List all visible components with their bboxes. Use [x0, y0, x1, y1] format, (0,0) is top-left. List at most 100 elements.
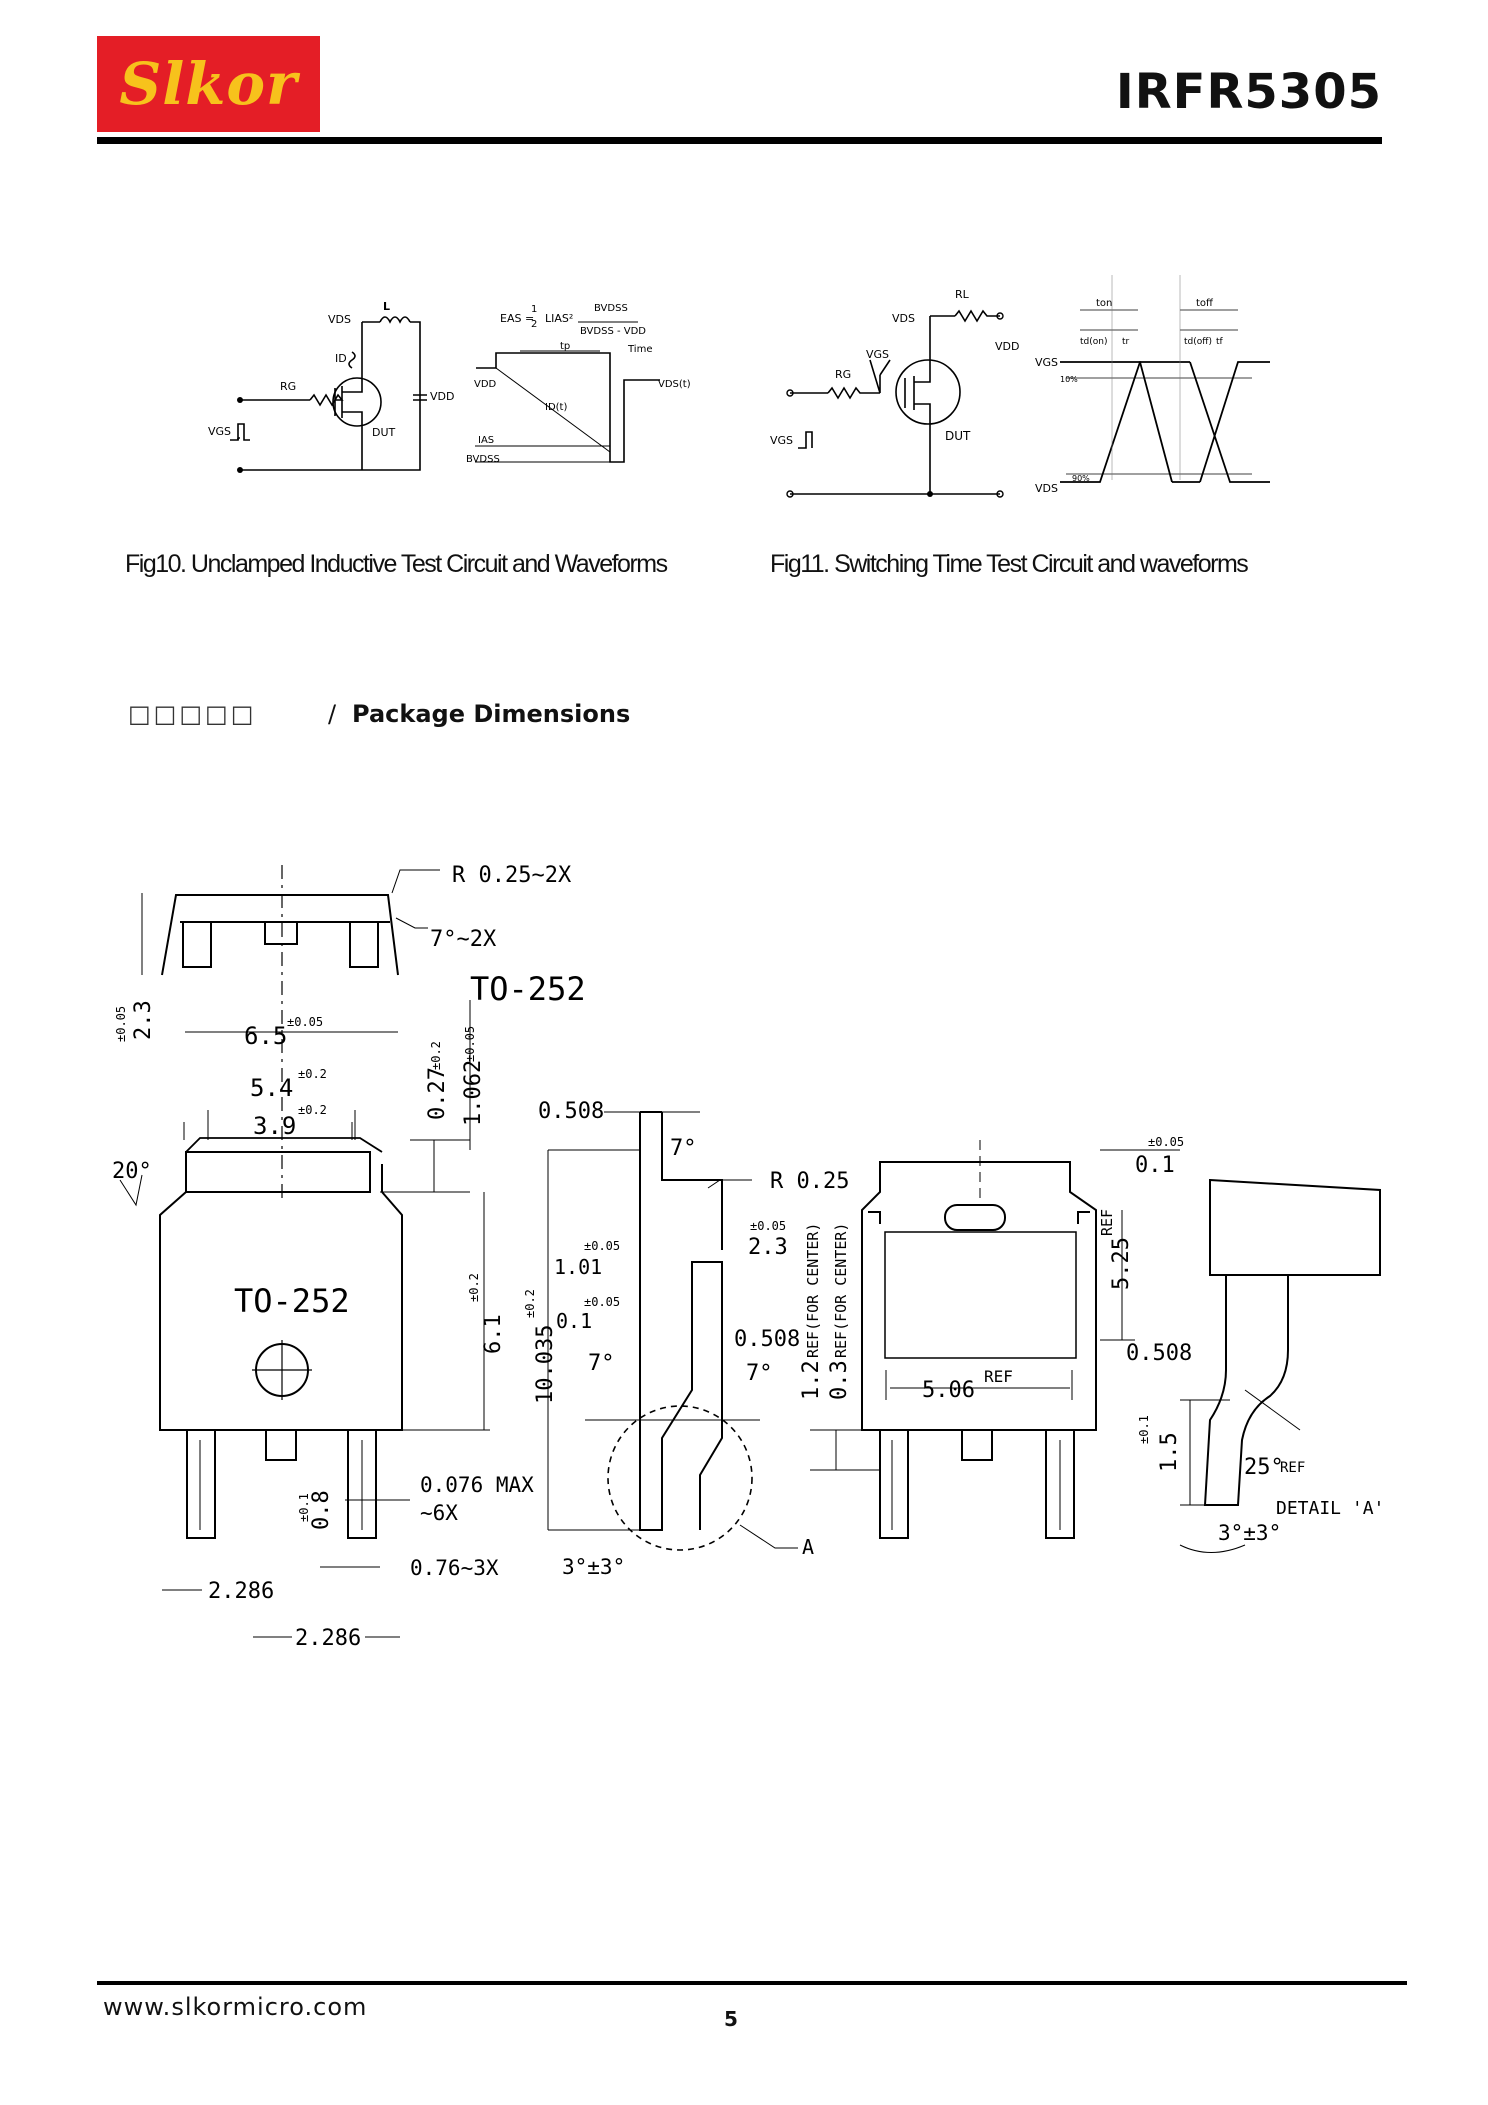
footer-url[interactable]: www.slkormicro.com: [103, 1993, 368, 2021]
fig11-vgs-pulse-label: VGS: [770, 434, 793, 447]
part-number: IRFR5305: [1115, 64, 1382, 120]
section-cjk-label: □□□□□: [128, 700, 257, 728]
pkg-det-label: DETAIL 'A': [1276, 1498, 1384, 1519]
fig11-waveform: [1060, 275, 1270, 483]
fig11-vds-label: VDS: [892, 312, 915, 325]
fig10-ias: IAS: [478, 435, 494, 446]
pkg-back-ref2: REF: [1098, 1209, 1116, 1236]
pkg-back-525: 5.25: [1109, 1237, 1134, 1290]
fig10-id-t: ID(t): [545, 402, 567, 413]
section-slash: /: [328, 700, 337, 728]
pkg-side-01: 0.1: [556, 1309, 592, 1333]
pkg-tol-005-c: ±0.05: [463, 1026, 477, 1062]
logo-text: Slkor: [119, 50, 298, 118]
pkg-tol-005-d: ±0.05: [750, 1219, 786, 1233]
pkg-side-0508b: 0.508: [734, 1327, 800, 1352]
pkg-tol-005-f: ±0.05: [584, 1295, 620, 1309]
fig11-p10: 10%: [1060, 375, 1078, 384]
pkg-side-3-3: 3°±3°: [562, 1555, 625, 1579]
section-heading: □□□□□ / Package Dimensions: [128, 700, 630, 728]
pkg-tol-005-g: ±0.05: [1148, 1135, 1184, 1149]
pkg-tol-02-a: ±0.2: [298, 1067, 327, 1081]
fig11-tf: tf: [1216, 337, 1224, 347]
fig10-circuit: [230, 316, 427, 471]
header-rule: [97, 137, 1382, 144]
pkg-pitch-2: 2.286: [295, 1626, 361, 1651]
pkg-w-5-4: 5.4: [250, 1074, 293, 1102]
fig11-tdoff: td(off): [1184, 337, 1212, 347]
fig11-circuit: [790, 309, 1000, 495]
fig10-vgs-label: VGS: [208, 425, 231, 438]
fig10-bvdss-den: BVDSS - VDD: [580, 326, 646, 337]
section-title: Package Dimensions: [352, 700, 631, 728]
pkg-lead-076-3x: 0.76~3X: [410, 1556, 499, 1580]
pkg-tol-02-d: ±0.2: [467, 1273, 481, 1302]
pkg-back-12: 1.2: [799, 1360, 824, 1400]
pkg-tol-005-a: ±0.05: [114, 1006, 128, 1042]
fig11-toff: toff: [1196, 298, 1214, 309]
fig11-dut-label: DUT: [945, 429, 971, 443]
fig10-vds-t: VDS(t): [658, 379, 691, 390]
pkg-side-7c: 7°: [746, 1361, 773, 1386]
fig11-tdon: td(on): [1080, 337, 1107, 347]
pkg-lead-0076: 0.076 MAX: [420, 1473, 534, 1497]
pkg-side-7: 7°: [670, 1136, 697, 1161]
footer-rule: [97, 1981, 1407, 1985]
pkg-back-01: 0.1: [1135, 1153, 1175, 1178]
pkg-back-0508: 0.508: [1126, 1341, 1192, 1366]
fig11-rl-label: RL: [955, 288, 970, 301]
pkg-pitch-1: 2.286: [208, 1579, 274, 1604]
pkg-angle-top: 7°~2X: [430, 927, 497, 952]
pkg-h-6-1: 6.1: [481, 1314, 506, 1354]
pkg-d-027: 0.27: [425, 1067, 450, 1120]
pkg-back-506: 5.06: [922, 1378, 975, 1403]
pkg-d-1062: 1.062: [461, 1060, 486, 1126]
pkg-side-23: 2.3: [748, 1235, 788, 1260]
fig11-caption: Fig11. Switching Time Test Circuit and w…: [770, 550, 1249, 578]
pkg-name-top: TO-252: [470, 970, 586, 1008]
pkg-tol-01-b: ±0.1: [1137, 1415, 1151, 1444]
page-number: 5: [724, 2007, 738, 2031]
pkg-side-0508: 0.508: [538, 1099, 604, 1124]
pkg-back-ref: REF: [984, 1367, 1013, 1386]
fig11-tr: tr: [1122, 337, 1130, 347]
pkg-tol-02-e: ±0.2: [523, 1289, 537, 1318]
pkg-det-15: 1.5: [1157, 1432, 1182, 1472]
fig10-l-label: L: [383, 300, 390, 313]
fig10-dut-label: DUT: [372, 426, 396, 439]
fig10-vds-label: VDS: [328, 313, 351, 326]
fig10-id-label: ID: [335, 352, 347, 365]
fig11-wf-vds: VDS: [1035, 482, 1058, 495]
fig11-ton: ton: [1096, 298, 1112, 309]
fig10-bvdss-num: BVDSS: [594, 303, 628, 314]
pkg-tol-005-e: ±0.05: [584, 1239, 620, 1253]
fig10-vdd-label: VDD: [430, 390, 454, 403]
pkg-det-ref: REF: [1280, 1460, 1305, 1476]
pkg-det-3-3: 3°±3°: [1218, 1521, 1281, 1545]
pkg-back-12ref: REF(FOR CENTER): [804, 1223, 822, 1358]
pkg-tol-02-c: ±0.2: [429, 1041, 443, 1070]
pkg-r-top: R 0.25~2X: [452, 863, 572, 888]
pkg-side-7b: 7°: [588, 1351, 615, 1376]
pkg-side-101: 1.01: [554, 1255, 602, 1279]
fig10-rg-label: RG: [280, 380, 296, 393]
pkg-lead-08: 0.8: [309, 1490, 334, 1530]
pkg-ang-20: 20°: [112, 1159, 152, 1184]
fig10-formula-mid: LIAS²: [545, 312, 573, 325]
fig11-p90: 90%: [1072, 474, 1090, 483]
pkg-side-r025: R 0.25: [770, 1169, 849, 1194]
company-logo: Slkor: [97, 36, 320, 132]
fig10-caption: Fig10. Unclamped Inductive Test Circuit …: [125, 550, 668, 578]
pkg-back-03ref: REF(FOR CENTER): [832, 1223, 850, 1358]
fig11-rg-label: RG: [835, 368, 851, 381]
pkg-name-front: TO-252: [234, 1282, 350, 1320]
fig10-tp-label: tp: [560, 341, 570, 352]
fig10-waveform: [475, 321, 660, 463]
pkg-det-25: 25°: [1244, 1455, 1284, 1480]
pkg-side-10035: 10.035: [533, 1325, 558, 1404]
pkg-w-6-5: 6.5: [244, 1022, 287, 1050]
fig10-wf-vdd: VDD: [474, 379, 497, 390]
fig10-bvdss-low: BVDSS: [466, 454, 500, 465]
pkg-w-3-9: 3.9: [253, 1112, 296, 1140]
